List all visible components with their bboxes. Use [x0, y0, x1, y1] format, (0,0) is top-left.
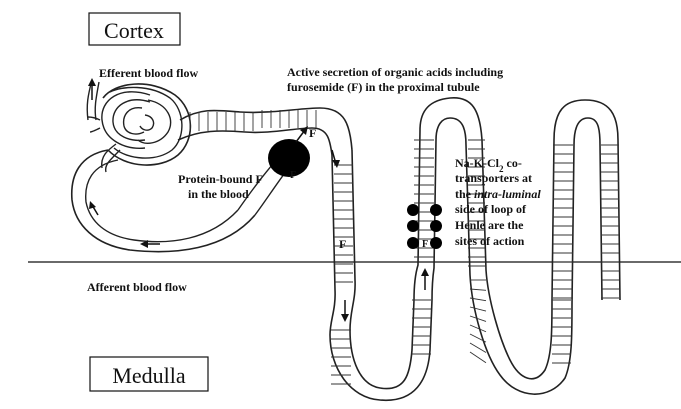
protein-bound-label-line1: Protein-bound F [178, 172, 263, 186]
transporter-line6: sites of action [455, 234, 525, 248]
f-tubule-marker: F [339, 237, 346, 251]
protein-bound-label-line2: in the blood [188, 187, 249, 201]
tubule-cell-divider [469, 306, 487, 312]
efferent-label: Efferent blood flow [99, 66, 198, 80]
medulla-label: Medulla [112, 363, 186, 388]
transporter-dot [407, 237, 419, 249]
transporter-line5: Henle are the [455, 218, 524, 232]
tubule-cell-divider [469, 324, 487, 333]
transporter-dot [430, 204, 442, 216]
transporter-line3-pre: the [455, 187, 474, 201]
secretion-label-line1: Active secretion of organic acids includ… [287, 65, 503, 79]
f-secreted-marker: F [309, 126, 316, 140]
tubule-cell-hatching [189, 110, 619, 385]
afferent-label: Afferent blood flow [87, 280, 187, 294]
transporter-label: Na-K-Cl2 co- transporters at the intra-l… [455, 156, 541, 248]
tubule-cell-divider [469, 288, 487, 291]
f-blood-marker: F [290, 170, 296, 181]
glomerulus [87, 91, 172, 173]
transporter-dot [430, 237, 442, 249]
transporter-dot [407, 220, 419, 232]
protein-bound-f-blob [268, 139, 310, 177]
transporter-dots [407, 204, 442, 249]
proximal-tubule [177, 107, 353, 156]
transporter-line1-pre: Na-K-Cl [455, 156, 500, 170]
f-transporter-marker: F [422, 239, 428, 250]
tubule-cell-divider [469, 297, 487, 302]
transporter-dot [407, 204, 419, 216]
transporter-line2: transporters at [455, 171, 532, 185]
peritubular-loop-inner [85, 159, 239, 243]
bowmans-capsule [102, 83, 192, 166]
cortex-box [88, 12, 181, 46]
tubule-cell-divider [469, 351, 487, 364]
transporter-line1-sub: 2 [499, 164, 504, 174]
transporter-line4: side of loop of [455, 202, 527, 216]
cortex-label: Cortex [104, 18, 164, 43]
peritubular-loop-outer [70, 149, 256, 253]
svg-text:Na-K-Cl2 co-: Na-K-Cl2 co- [455, 156, 522, 174]
transporter-line1-post: co- [504, 156, 522, 170]
svg-text:the intra-luminal: the intra-luminal [455, 187, 541, 201]
medulla-box [89, 356, 209, 392]
loop-of-henle [329, 97, 621, 401]
secretion-label-line2: furosemide (F) in the proximal tubule [287, 80, 480, 94]
tubule-cell-divider [469, 342, 487, 353]
tubule-cell-divider [469, 315, 487, 322]
transporter-line3-em: intra-luminal [474, 187, 541, 201]
transporter-dot [430, 220, 442, 232]
tubule-cell-divider [469, 333, 487, 343]
